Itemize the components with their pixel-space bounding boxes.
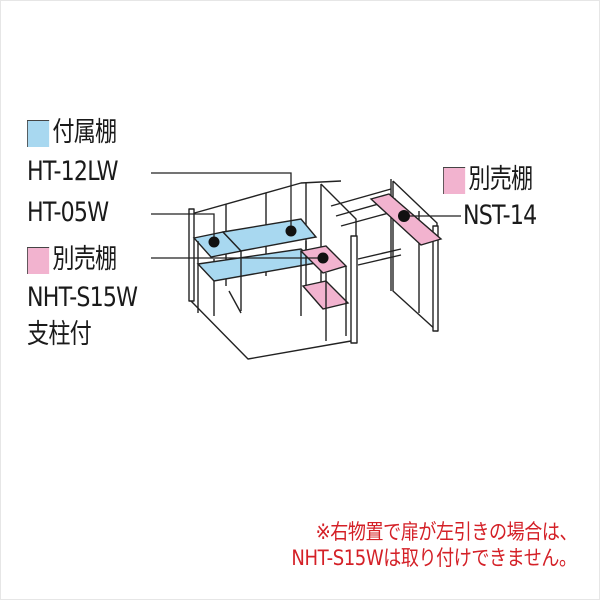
optional-shelf-left-heading: 別売棚 (27, 244, 117, 275)
pink-swatch-icon (27, 246, 50, 274)
model-nst-14-label: NST-14 (463, 200, 537, 231)
model-nht-s15w-suffix: 支柱付 (27, 319, 92, 350)
model-ht-12lw-label: HT-12LW (27, 156, 119, 187)
optional-shelf-right-heading: 別売棚 (443, 164, 533, 195)
model-ht-05w-label: HT-05W (27, 197, 109, 228)
blue-swatch-icon (27, 119, 50, 147)
optional-shelf-right-title: 別売棚 (468, 164, 533, 195)
model-nht-s15w-label: NHT-S15W (27, 282, 138, 313)
note-line-1: ※右物置で扉が左引きの場合は、 (315, 520, 577, 544)
included-shelf-title: 付属棚 (52, 117, 117, 148)
pink-swatch-icon (443, 166, 466, 194)
callout-lines (151, 172, 461, 259)
note-line-2: NHT-S15Wは取り付けできません。 (291, 546, 578, 570)
callout-dots (208, 210, 410, 264)
optional-shelf-left-title: 別売棚 (52, 244, 117, 275)
included-shelf-heading: 付属棚 (27, 117, 117, 148)
